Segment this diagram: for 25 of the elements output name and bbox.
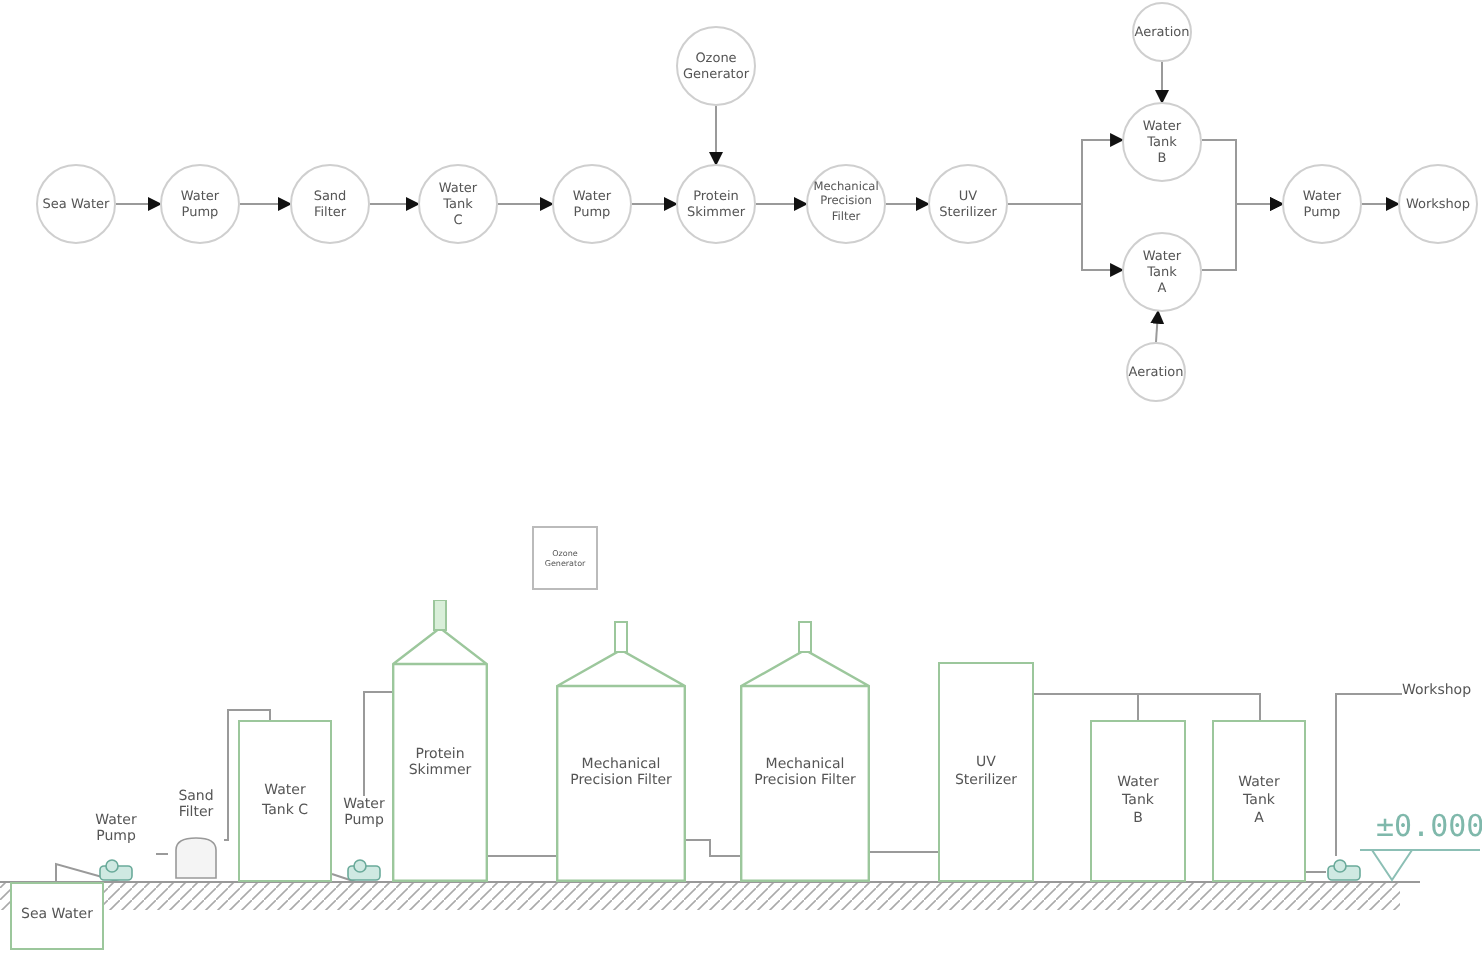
arrow (497, 197, 554, 211)
arrow (1150, 309, 1165, 343)
pipe (363, 691, 393, 797)
arrow (885, 197, 930, 211)
pipe (685, 839, 741, 857)
arrow (755, 197, 808, 211)
pipe (223, 709, 271, 841)
arrow (115, 197, 162, 211)
pipe (155, 853, 169, 855)
arrow (1200, 197, 1284, 271)
pipe (1305, 871, 1327, 873)
arrow (1361, 197, 1400, 211)
pipe (1033, 693, 1261, 721)
arrow (709, 105, 723, 166)
arrow (369, 197, 420, 211)
arrow (239, 197, 292, 211)
arrow (631, 197, 678, 211)
pipe (331, 873, 357, 883)
pipe (869, 851, 939, 853)
pipe (487, 855, 557, 857)
arrow (1007, 203, 1125, 277)
elevation-label: ±0.000 (1376, 808, 1480, 844)
arrow (1155, 61, 1169, 104)
pipe (55, 862, 121, 883)
pipe (1335, 693, 1403, 857)
